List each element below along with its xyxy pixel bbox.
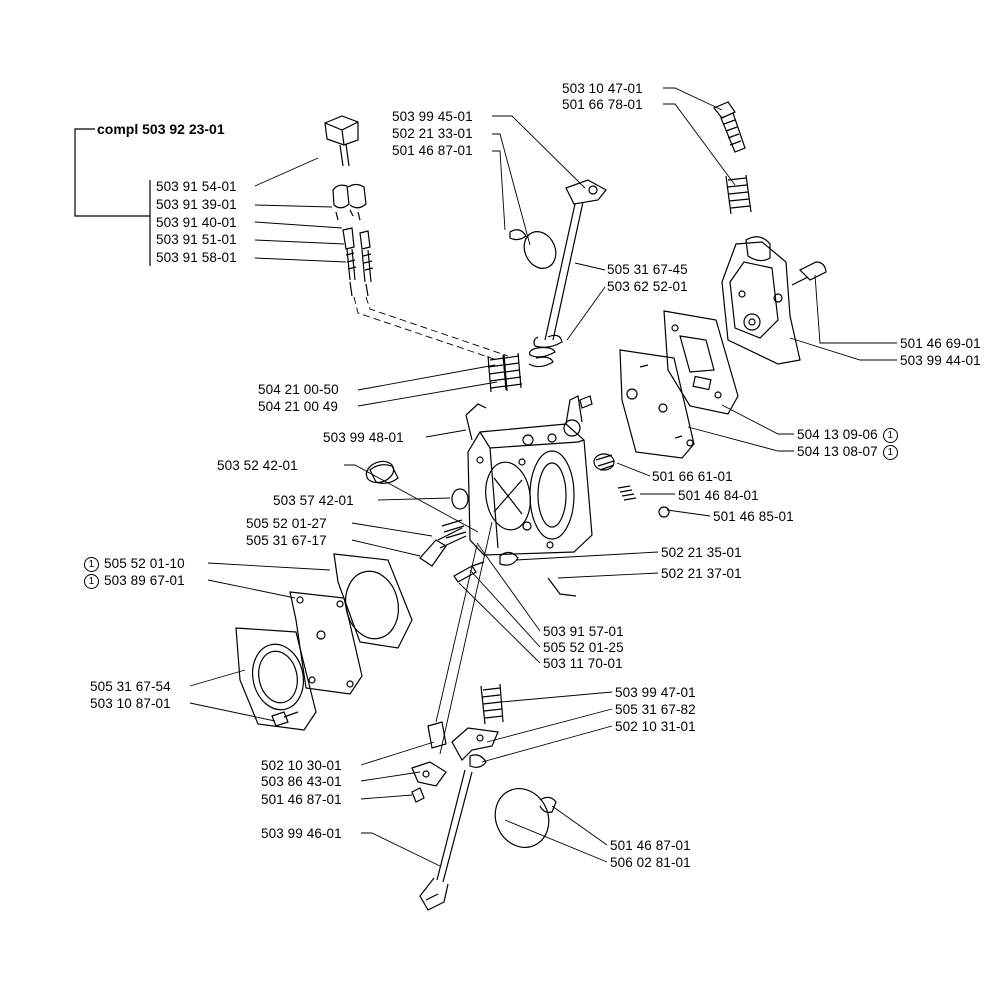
part-label[interactable]: 501 66 61-01 [652, 469, 733, 484]
part-label[interactable]: 505 31 67-82 [615, 702, 696, 717]
note-marker: 1 [882, 445, 898, 460]
part-label[interactable]: 501 46 85-01 [713, 509, 794, 524]
part-label[interactable]: 502 21 33-01 [392, 126, 473, 141]
part-label[interactable]: 503 10 87-01 [90, 696, 171, 711]
part-label[interactable]: 505 52 01-27 [246, 516, 327, 531]
part-label[interactable]: 501 46 84-01 [678, 488, 759, 503]
part-label[interactable]: 501 66 78-01 [562, 97, 643, 112]
part-label[interactable]: 503 86 43-01 [261, 774, 342, 789]
part-label[interactable]: 505 31 67-17 [246, 533, 327, 548]
part-label[interactable]: 502 10 31-01 [615, 719, 696, 734]
part-label[interactable]: 503 52 42-01 [217, 458, 298, 473]
part-label[interactable]: 503 91 57-01 [543, 624, 624, 639]
lower-diaphragms [235, 553, 413, 731]
lower-linkage [411, 721, 557, 911]
part-label[interactable]: 505 31 67-54 [90, 679, 171, 694]
part-label[interactable]: 503 99 48-01 [323, 430, 404, 445]
part-label[interactable]: 505 52 01-25 [543, 640, 624, 655]
kit-part-label[interactable]: 503 91 54-01 [156, 179, 237, 194]
part-label[interactable]: 502 10 30-01 [261, 758, 342, 773]
part-label[interactable]: 501 46 87-01 [392, 143, 473, 158]
part-label[interactable]: 503 99 46-01 [261, 826, 342, 841]
part-label[interactable]: 503 99 44-01 [900, 353, 981, 368]
part-label[interactable]: 503 10 47-01 [562, 81, 643, 96]
part-label[interactable]: 504 21 00-50 [258, 382, 339, 397]
part-label[interactable]: 501 46 87-01 [610, 838, 691, 853]
part-label[interactable]: 501 46 69-01 [900, 336, 981, 351]
part-label[interactable]: 503 11 70-01 [543, 656, 623, 671]
part-label[interactable]: 503 57 42-01 [273, 493, 354, 508]
part-label[interactable]: 502 21 35-01 [661, 545, 742, 560]
part-label[interactable]: 501 46 87-01 [261, 792, 342, 807]
nozzle-kit-parts [324, 115, 374, 297]
part-label[interactable]: 503 99 45-01 [392, 109, 473, 124]
carburetor-body [467, 395, 593, 556]
kit-part-label[interactable]: 503 91 39-01 [156, 197, 237, 212]
note-marker: 1 [84, 557, 99, 572]
note-marker: 1 [882, 428, 898, 443]
springs [480, 174, 752, 725]
throttle-shaft-top [509, 179, 607, 368]
pump-diaphragms [619, 310, 739, 459]
kit-title: compl 503 92 23-01 [97, 121, 225, 137]
part-label[interactable]: 505 31 67-45 [607, 262, 688, 277]
kit-part-label[interactable]: 503 91 51-01 [156, 232, 237, 247]
leader-lines [189, 87, 897, 867]
part-label[interactable]: 504 21 00 49 [258, 399, 339, 414]
part-label[interactable]: 503 62 52-01 [607, 279, 688, 294]
pump-cover [721, 236, 827, 365]
kit-part-label[interactable]: 503 91 40-01 [156, 215, 237, 230]
small-parts [365, 395, 670, 597]
note-marker: 1 [84, 574, 99, 589]
kit-bracket [74, 128, 151, 266]
part-label[interactable]: 502 21 37-01 [661, 566, 742, 581]
part-label[interactable]: 506 02 81-01 [610, 855, 691, 870]
kit-part-label[interactable]: 503 91 58-01 [156, 250, 237, 265]
part-label[interactable]: 503 99 47-01 [615, 685, 696, 700]
screw-top-right [713, 101, 746, 153]
